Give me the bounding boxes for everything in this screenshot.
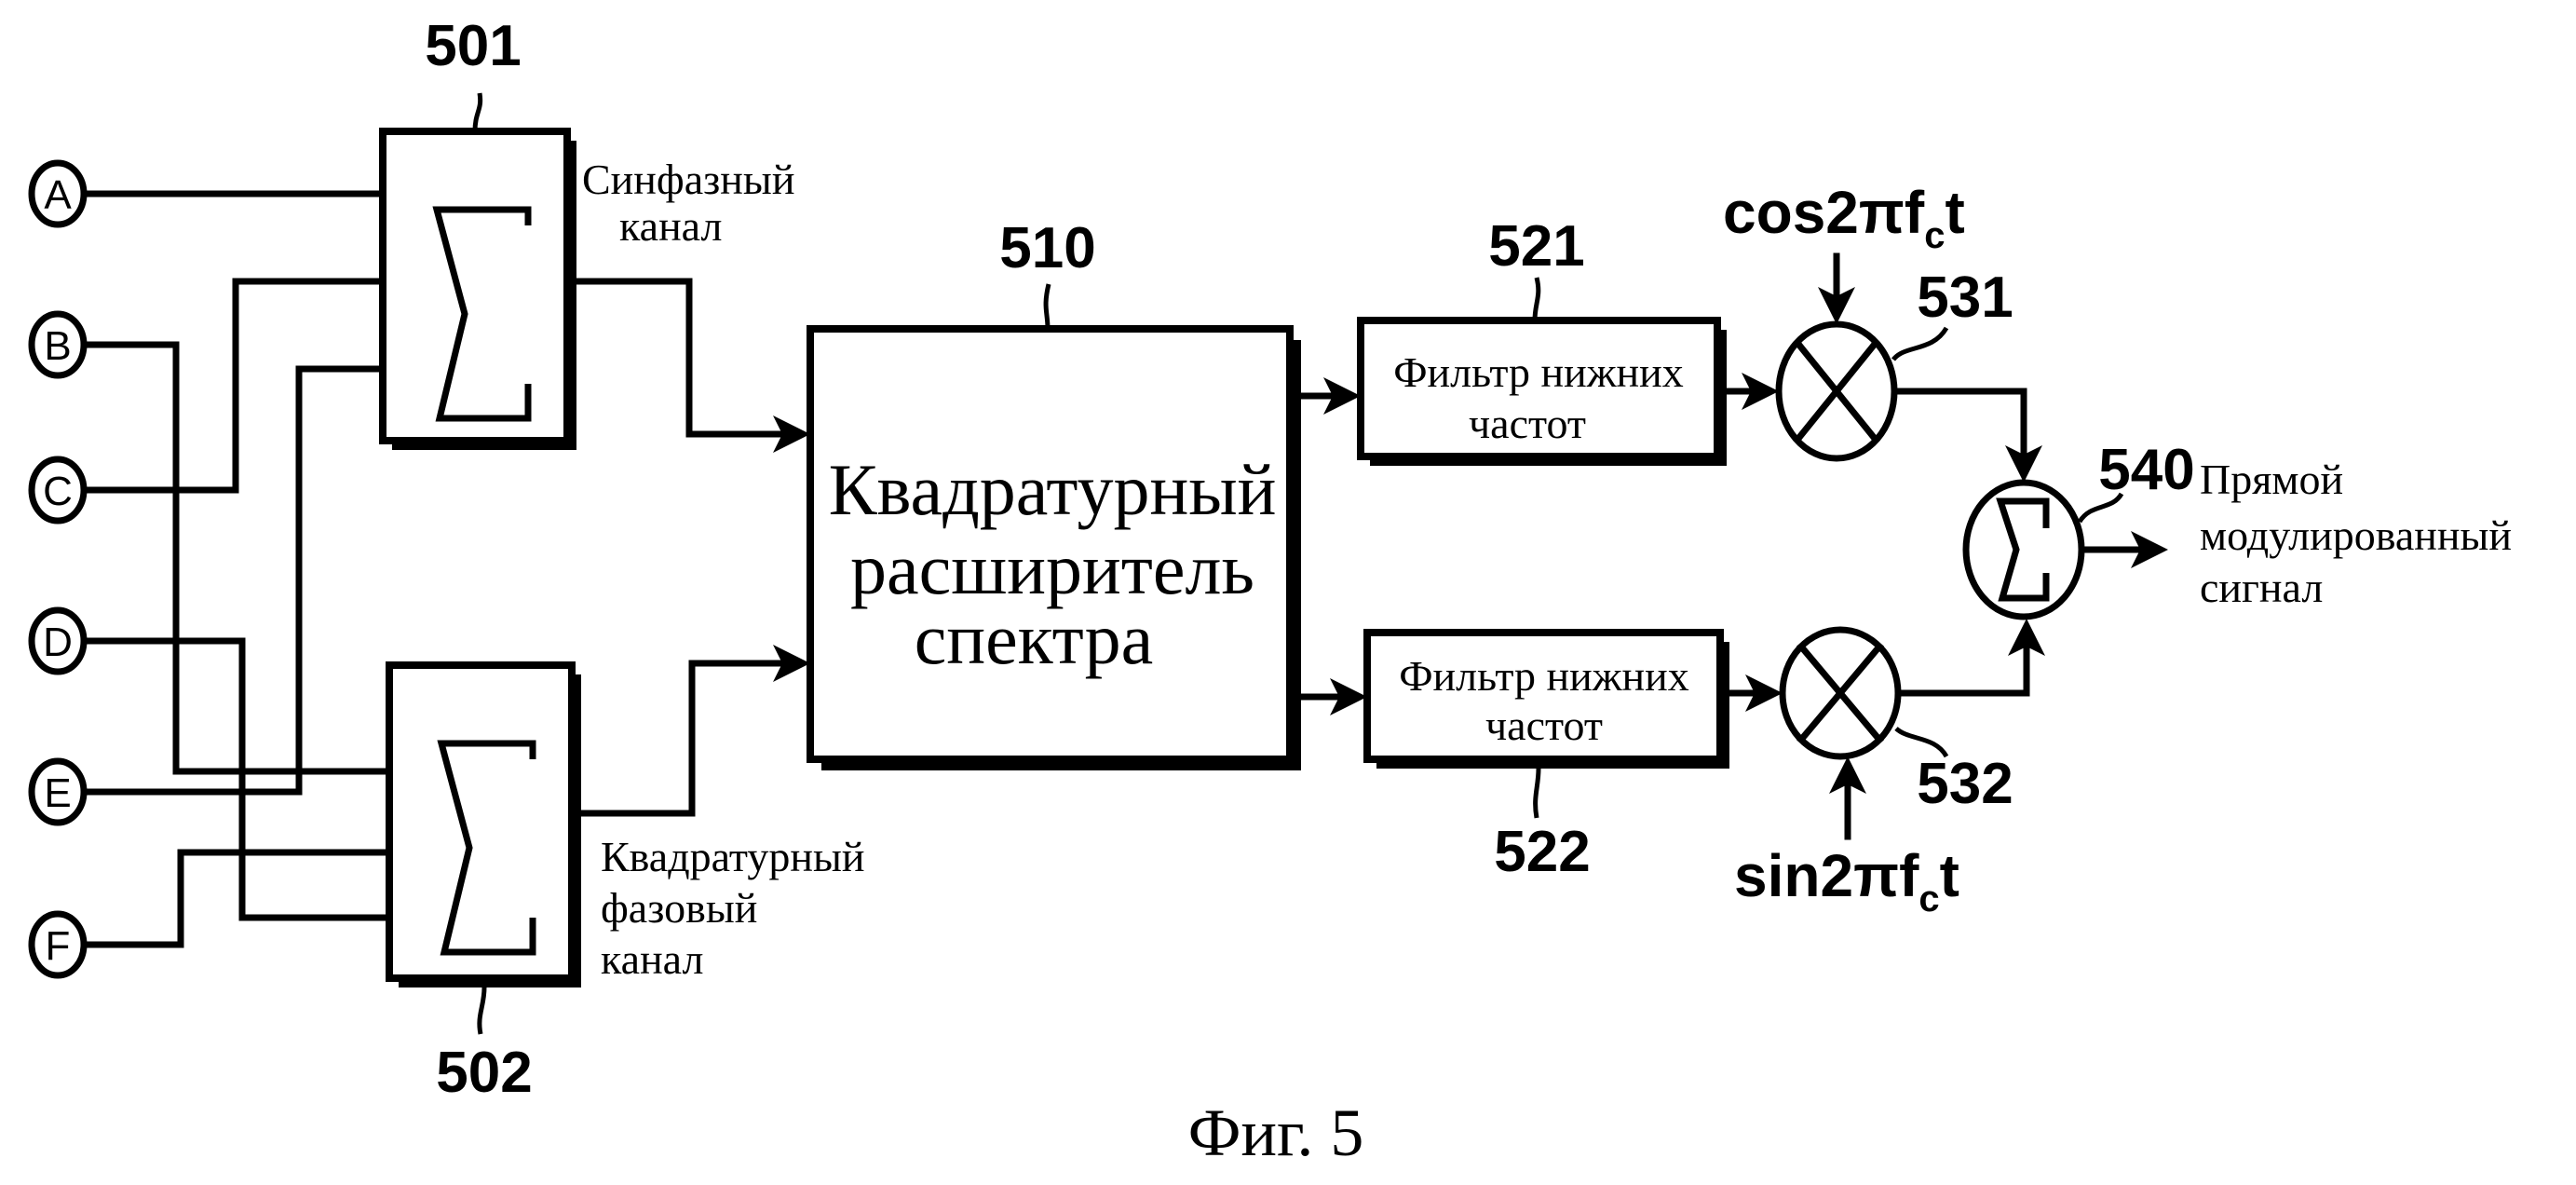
input-terminal-f: F (28, 910, 88, 979)
spreader-label-line2: расширитель (850, 528, 1254, 609)
input-label-d: D (43, 620, 73, 665)
input-label-f: F (46, 923, 71, 969)
sigma-icon (1996, 497, 2050, 602)
arrow-lpf-lower (1330, 678, 1367, 715)
arrow-cos-carrier (1818, 287, 1855, 324)
arrow-adder-bottom (2008, 619, 2045, 656)
multiply-icon-stroke (1793, 338, 1880, 444)
sigma-icon (432, 206, 532, 422)
ref-540: 540 (2098, 438, 2194, 502)
ref-522: 522 (1494, 820, 1590, 884)
leader-532 (1894, 727, 1949, 758)
input-wires (82, 190, 393, 948)
ref-510: 510 (999, 216, 1095, 280)
wire-f (82, 849, 393, 948)
wire-mixer-upper-to-adder (1891, 388, 2027, 465)
leader-501 (472, 92, 483, 132)
quadrature-channel-label-line3: канал (601, 935, 703, 983)
leader-531 (1891, 326, 1949, 361)
summer-501: 501 Синфазный канал (379, 14, 794, 450)
input-terminals: A B C D E F (28, 159, 88, 979)
leader-522 (1533, 768, 1541, 819)
wire-e (82, 365, 386, 796)
ref-502: 502 (436, 1041, 532, 1105)
mixer-532: sin2πfct 532 (1734, 626, 2013, 919)
arrow-lpf-upper (1323, 377, 1361, 415)
summer-502: 502 Квадратурный фазовый канал (386, 661, 864, 1105)
filter-output-wires (1723, 373, 1783, 712)
wire-b (82, 341, 393, 775)
cos-carrier-label: cos2πfct (1723, 179, 1965, 256)
input-terminal-b: B (28, 310, 88, 379)
input-label-c: C (43, 469, 73, 514)
output-label-line3: сигнал (2200, 564, 2323, 611)
input-label-b: B (44, 323, 71, 369)
spreader-510: 510 Квадратурный расширитель спектра (807, 216, 1301, 770)
inphase-channel-label-line2: канал (619, 202, 722, 250)
arrow-mixer-lower (1745, 674, 1783, 712)
lpf-522: 522 Фильтр нижних частот (1363, 629, 1729, 884)
leader-502 (477, 987, 487, 1035)
input-label-a: A (44, 172, 72, 218)
input-terminal-c: C (28, 456, 88, 524)
output-label-line2: модулированный (2200, 511, 2512, 559)
ref-501: 501 (425, 14, 521, 78)
leader-540 (2077, 492, 2124, 524)
mixer-output-wires (1891, 388, 2045, 697)
spreader-label-line3: спектра (915, 598, 1154, 679)
channel-wires (573, 278, 810, 817)
wire-mixer-lower-to-adder (1894, 637, 2030, 697)
wire-quadrature (577, 660, 786, 817)
lpf-521: 521 Фильтр нижних частот (1357, 214, 1727, 466)
input-label-e: E (44, 770, 71, 816)
arrow-output (2131, 531, 2168, 568)
input-terminal-a: A (28, 159, 88, 228)
lpf-lower-label-line1: Фильтр нижних (1399, 652, 1689, 700)
ref-521: 521 (1488, 214, 1584, 279)
leader-510 (1043, 283, 1051, 330)
ref-531: 531 (1917, 266, 2013, 330)
figure-caption: Фиг. 5 (1188, 1096, 1364, 1170)
quadrature-channel-label-line2: фазовый (601, 884, 757, 932)
arrow-quadrature (773, 645, 810, 682)
sigma-icon (437, 740, 536, 956)
arrow-inphase (773, 415, 810, 453)
mixer-531: cos2πfct 531 (1723, 179, 2013, 462)
lpf-upper-label-line2: частот (1469, 400, 1586, 447)
quadrature-channel-label-line1: Квадратурный (601, 833, 864, 880)
spreader-output-wires (1297, 377, 1367, 715)
spreader-label-line1: Квадратурный (829, 449, 1277, 530)
output-label-line1: Прямой (2200, 456, 2343, 503)
wire-d (82, 637, 393, 921)
leader-521 (1532, 277, 1541, 321)
inphase-channel-label-line1: Синфазный (582, 156, 794, 203)
wire-c (82, 278, 386, 494)
sin-carrier-label: sin2πfct (1734, 842, 1959, 919)
wire-inphase (573, 278, 786, 438)
multiply-icon-stroke (1796, 642, 1884, 744)
arrow-sin-carrier (1829, 756, 1866, 794)
adder-540: 540 Прямой модулированный сигнал (1962, 438, 2512, 620)
arrow-mixer-upper (1742, 373, 1779, 410)
input-terminal-e: E (28, 757, 88, 826)
input-terminal-d: D (28, 606, 88, 675)
lpf-lower-label-line2: частот (1485, 701, 1603, 749)
lpf-upper-label-line1: Фильтр нижних (1393, 348, 1684, 396)
ref-532: 532 (1917, 752, 2013, 816)
arrow-adder-top (2005, 445, 2042, 483)
